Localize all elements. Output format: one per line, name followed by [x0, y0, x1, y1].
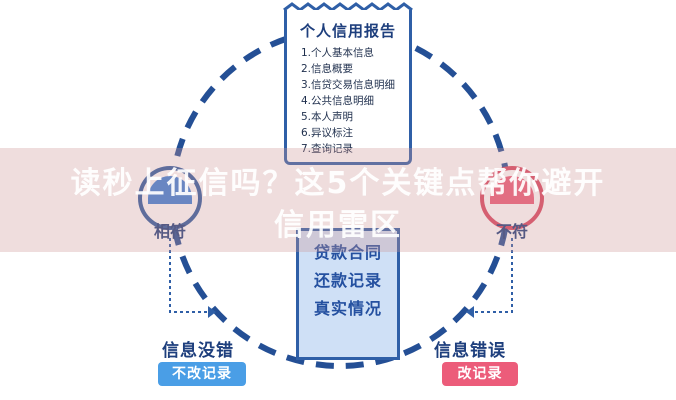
- left-result-action: 不改记录: [158, 362, 246, 386]
- mismatch-node-label: 不符: [495, 222, 528, 241]
- comparison-box: 贷款合同 还款记录 真实情况: [296, 228, 400, 360]
- report-item: 5.本人声明: [301, 111, 354, 123]
- report-item: 2.信息概要: [301, 63, 354, 75]
- headline-line-1: 读秒上征信吗？这5个关键点帮你避开: [70, 166, 606, 201]
- comparison-line: 真实情况: [313, 299, 382, 318]
- headline-banner: [0, 148, 676, 252]
- right-result-title: 信息错误: [434, 341, 506, 361]
- report-item: 1.个人基本信息: [301, 47, 375, 59]
- match-node-cap: [148, 176, 192, 204]
- report-item: 6.异议标注: [301, 127, 354, 139]
- report-item: 3.信贷交易信息明细: [301, 79, 396, 91]
- left-connector-arrow: [208, 306, 216, 318]
- credit-report-card: 个人信用报告 1.个人基本信息 2.信息概要 3.信贷交易信息明细 4.公共信息…: [284, 10, 412, 165]
- right-connector-arrow: [466, 306, 474, 318]
- headline-line-2: 信用雷区: [274, 208, 402, 243]
- report-item-list: 1.个人基本信息 2.信息概要 3.信贷交易信息明细 4.公共信息明细 5.本人…: [287, 45, 409, 157]
- comparison-line: 贷款合同: [313, 243, 382, 262]
- right-result-action: 改记录: [442, 362, 518, 386]
- report-item: 7.查询记录: [301, 143, 354, 155]
- match-node-label: 相符: [153, 222, 186, 241]
- right-connector: [474, 238, 513, 313]
- comparison-line: 还款记录: [313, 271, 382, 290]
- left-result-title: 信息没错: [162, 341, 234, 361]
- report-title: 个人信用报告: [299, 22, 396, 40]
- report-item: 4.公共信息明细: [301, 95, 375, 107]
- match-node-circle: [138, 166, 202, 230]
- left-connector: [169, 238, 208, 313]
- mismatch-node-circle: [480, 166, 544, 230]
- mismatch-node-cap: [490, 176, 534, 204]
